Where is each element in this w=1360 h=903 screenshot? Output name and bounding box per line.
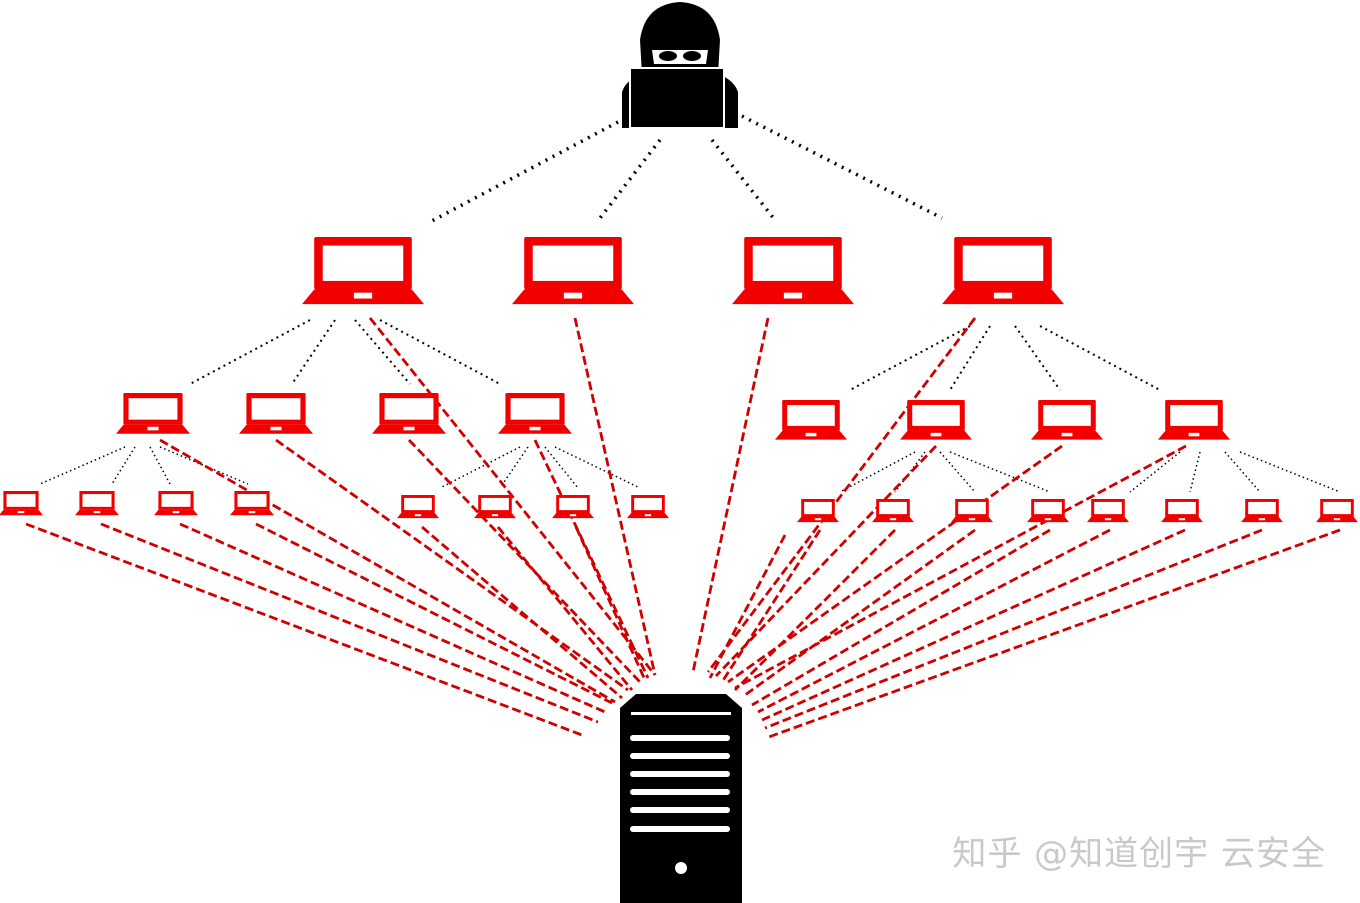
bot-laptop-icon (1161, 499, 1203, 523)
attack-link (368, 317, 657, 676)
bot-laptop-icon (230, 491, 274, 516)
bot-laptop-icon (372, 393, 446, 434)
attacker-hacker-icon (622, 2, 738, 129)
control-link (949, 451, 1051, 493)
bot-laptop-icon (116, 393, 190, 434)
attack-links (25, 317, 1341, 740)
attack-link (255, 522, 613, 705)
control-link (839, 451, 916, 493)
bot-laptop-icon (627, 495, 669, 519)
control-link (544, 446, 579, 489)
control-link (439, 446, 521, 489)
bot-laptop-icon (0, 491, 43, 516)
attack-link (574, 526, 647, 681)
attack-link (757, 528, 1111, 714)
bot-laptop-icon (154, 491, 198, 516)
control-link (595, 138, 662, 224)
bot-laptop-icon (1031, 400, 1103, 440)
attack-link (765, 528, 1341, 740)
bot-laptop-icon (498, 393, 572, 434)
attack-link (734, 529, 896, 691)
control-link (849, 325, 971, 391)
bot-computers (0, 237, 1358, 523)
attack-link (691, 317, 770, 673)
watermark-text: 知乎 @知道创宇 云安全 (952, 834, 1326, 874)
attack-link (496, 526, 634, 691)
control-link (149, 446, 171, 485)
attack-link (708, 534, 787, 679)
attack-link (421, 525, 623, 700)
attack-link (706, 317, 977, 673)
bot-laptop-icon (75, 491, 119, 516)
control-link (1014, 325, 1061, 391)
bot-laptop-icon (397, 495, 439, 519)
control-link (111, 446, 136, 485)
attack-link (744, 528, 976, 697)
control-link (710, 138, 777, 222)
bot-laptop-icon (775, 400, 847, 440)
control-link (1224, 451, 1261, 493)
control-link (1039, 325, 1161, 391)
control-link (189, 319, 311, 385)
control-link (429, 120, 619, 224)
attack-link (179, 522, 606, 714)
attack-link (727, 444, 1063, 684)
attack-link (720, 529, 822, 683)
bot-laptop-icon (1027, 499, 1069, 523)
bot-laptop-icon (942, 237, 1064, 305)
bot-laptop-icon (1087, 499, 1129, 523)
bot-laptop-icon (732, 237, 854, 305)
attack-link (751, 528, 1051, 707)
attack-link (734, 444, 1187, 690)
control-link (1129, 451, 1181, 493)
attack-link (764, 528, 1263, 730)
attack-link (714, 445, 938, 677)
control-link (499, 446, 529, 489)
control-link (939, 451, 976, 493)
bot-laptop-icon (302, 237, 424, 305)
bot-laptop-icon (1241, 499, 1283, 523)
bot-laptop-icon (552, 495, 594, 519)
bot-laptop-icon (951, 499, 993, 523)
bot-laptop-icon (512, 237, 634, 305)
bot-laptop-icon (239, 393, 313, 434)
control-link (554, 446, 641, 489)
attack-link (100, 522, 599, 724)
control-link (379, 319, 501, 385)
attack-link (573, 317, 657, 676)
control-link (291, 319, 336, 385)
attack-link (159, 438, 616, 704)
attack-link (407, 439, 642, 683)
control-link (949, 325, 991, 391)
bot-laptop-icon (474, 495, 516, 519)
bot-laptop-icon (797, 499, 839, 523)
bot-laptop-icon (1316, 499, 1358, 523)
bot-laptop-icon (1158, 400, 1230, 440)
attack-link (533, 439, 650, 679)
control-link (741, 114, 943, 220)
control-link (159, 446, 249, 485)
bot-laptop-icon (872, 499, 914, 523)
control-link (354, 319, 411, 385)
target-server-icon (620, 694, 742, 903)
control-link (39, 446, 126, 485)
bot-laptop-icon (900, 400, 972, 440)
attack-link (25, 522, 583, 737)
attack-link (275, 438, 629, 692)
control-links (39, 114, 1341, 493)
control-link (1189, 451, 1201, 493)
